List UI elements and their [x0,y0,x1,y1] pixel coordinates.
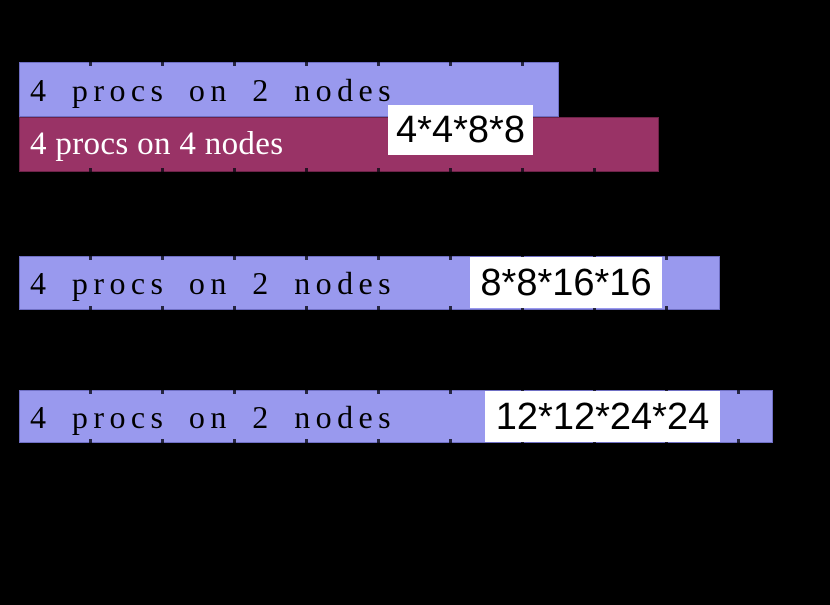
gridline-ticks [20,168,658,172]
bar-series-label: 4 procs on 2 nodes [30,265,397,301]
category-label-8x8x16x16: 8*8*16*16 [470,257,662,308]
category-label-4x4x8x8: 4*4*8*8 [388,105,533,155]
gridline-ticks [20,62,558,66]
bar-series-label: 4 procs on 2 nodes [30,71,397,108]
category-label-12x12x24x24: 12*12*24*24 [485,391,720,442]
bar-series-label: 4 procs on 2 nodes [30,398,397,435]
bar-series-label: 4 procs on 4 nodes [30,126,284,162]
bar-group1-4procs-4nodes: 4 procs on 4 nodes [19,117,659,172]
